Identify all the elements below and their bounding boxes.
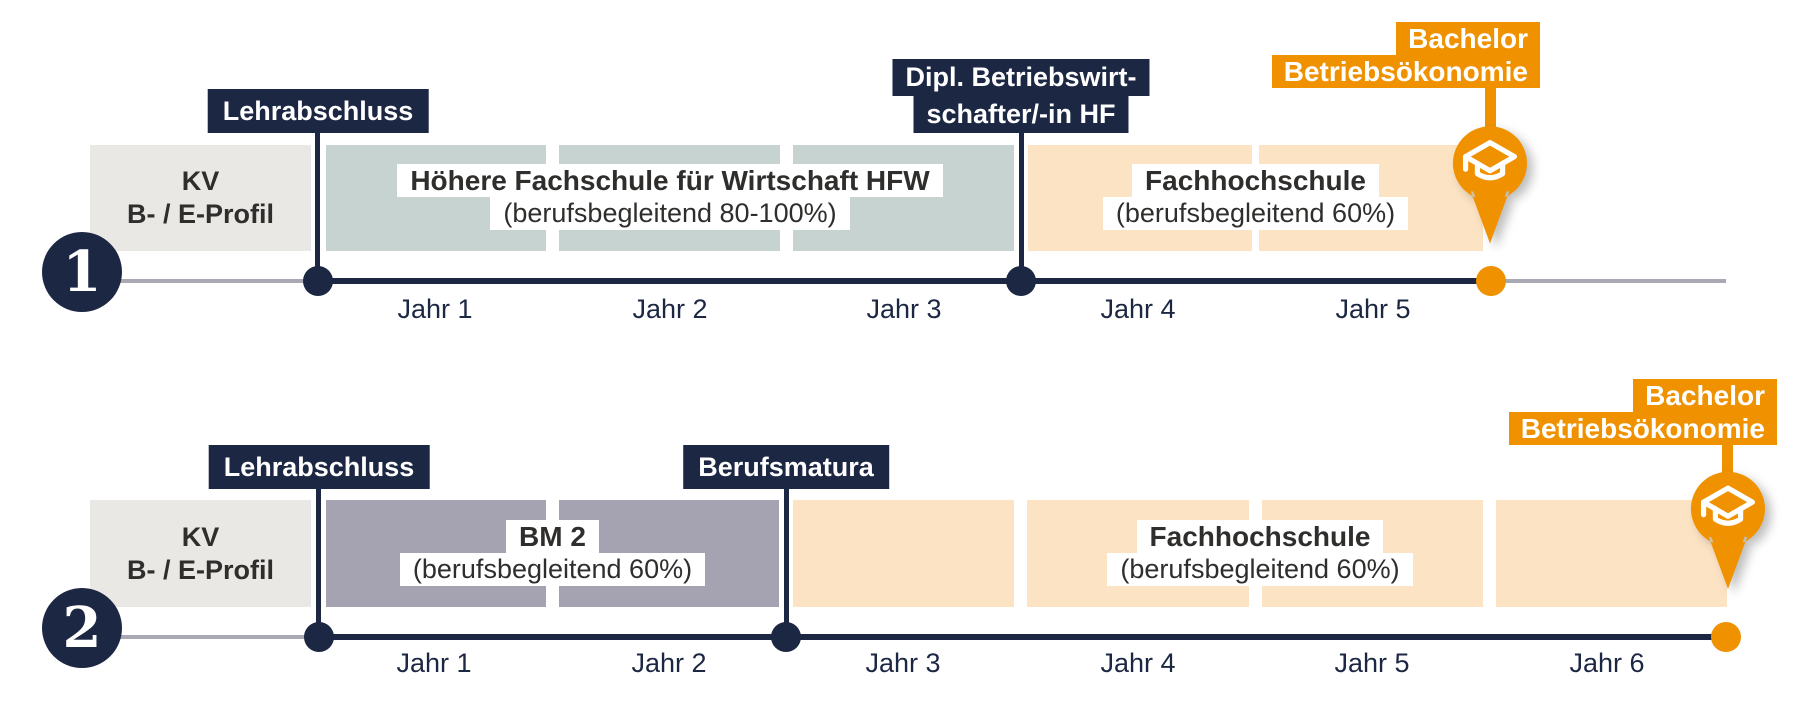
year-label: Jahr 3 [866,294,942,324]
kv-subtitle: B- / E-Profil [127,554,274,585]
bachelor-pin-stem-1 [1485,88,1496,136]
milestone-dot-berufsmatura [771,622,801,652]
hfw-subtitle: (berufsbegleitend 80-100%) [490,197,850,230]
lehrabschluss-label-2: Lehrabschluss [208,445,430,489]
graduation-pin-1 [1453,126,1527,244]
kv-label-2: KV B- / E-Profil [90,500,311,607]
year-label: Jahr 3 [865,648,941,678]
year-label: Jahr 2 [631,648,707,678]
dipl-line [1019,131,1024,281]
bachelor-label-2-line1: Bachelor [1633,379,1777,412]
bm2-title: BM 2 [506,520,599,553]
fh2-block-year3 [793,500,1014,607]
fh-title-2: Fachhochschule [1136,520,1384,553]
timeline-2-pre [82,635,319,639]
graduation-pin-2 [1691,471,1765,589]
dipl-label-line1: Dipl. Betriebswirt- [892,59,1150,96]
bachelor-label-1-line1: Bachelor [1396,22,1540,55]
fh2-block-year6 [1496,500,1727,607]
graduation-cap-icon [1462,139,1518,181]
year-label: Jahr 1 [397,294,473,324]
kv-block-2 [90,500,311,607]
berufsmatura-label: Berufsmatura [683,445,889,489]
bachelor-pin-stem-2 [1722,443,1733,483]
bachelor-label-1: Bachelor Betriebsökonomie [1271,22,1540,88]
year-label: Jahr 5 [1335,294,1411,324]
kv-title: KV [181,166,220,196]
berufsmatura-line [784,487,789,637]
year-label: Jahr 2 [632,294,708,324]
dipl-label: Dipl. Betriebswirt- schafter/-in HF [892,59,1150,133]
pathway-number-2-text: 2 [62,595,102,661]
kv-subtitle: B- / E-Profil [127,199,274,229]
bachelor-label-1-line2: Betriebsökonomie [1271,55,1540,88]
graduation-cap-icon [1700,485,1756,526]
hfw-caption: Höhere Fachschule für Wirtschaft HFW (be… [326,164,1014,230]
dipl-label-line2: schafter/-in HF [913,96,1129,133]
bachelor-label-2: Bachelor Betriebsökonomie [1508,379,1777,445]
timeline-1-pre [82,279,318,283]
lehrabschluss-label-1: Lehrabschluss [207,89,429,133]
fh-caption-2: Fachhochschule (berufsbegleitend 60%) [793,520,1727,586]
bm2-caption: BM 2 (berufsbegleitend 60%) [326,520,779,586]
milestone-dot-bachelor-1 [1476,266,1506,296]
year-label: Jahr 6 [1569,648,1645,678]
hfw-title: Höhere Fachschule für Wirtschaft HFW [397,164,943,197]
fh-title-1: Fachhochschule [1132,164,1379,197]
fh-subtitle-1: (berufsbegleitend 60%) [1102,197,1409,230]
fh-caption-1: Fachhochschule (berufsbegleitend 60%) [1028,164,1483,230]
pathway-number-1: 1 [42,232,122,312]
kv-label-1: KV B- / E-Profil [90,145,311,251]
timeline-1-main [318,278,1491,284]
year-label: Jahr 4 [1100,648,1176,678]
milestone-dot-bachelor-2 [1711,622,1741,652]
fh-subtitle-2: (berufsbegleitend 60%) [1107,553,1413,586]
pathway-number-2: 2 [42,588,122,668]
lehrabschluss-line-2 [316,487,321,637]
kv-title: KV [181,521,220,552]
milestone-dot-dipl [1006,266,1036,296]
kv-block-1 [90,145,311,251]
year-label: Jahr 1 [396,648,472,678]
timeline-1-post [1491,279,1726,283]
bm2-subtitle: (berufsbegleitend 60%) [399,553,706,586]
milestone-dot-lehrabschluss-2 [304,622,334,652]
pathway-number-1-text: 1 [62,239,102,305]
bachelor-label-2-line2: Betriebsökonomie [1508,412,1777,445]
timeline-2-main [319,634,1726,640]
year-label: Jahr 5 [1334,648,1410,678]
lehrabschluss-line-1 [315,131,320,281]
milestone-dot-lehrabschluss-1 [303,266,333,296]
year-label: Jahr 4 [1100,294,1176,324]
